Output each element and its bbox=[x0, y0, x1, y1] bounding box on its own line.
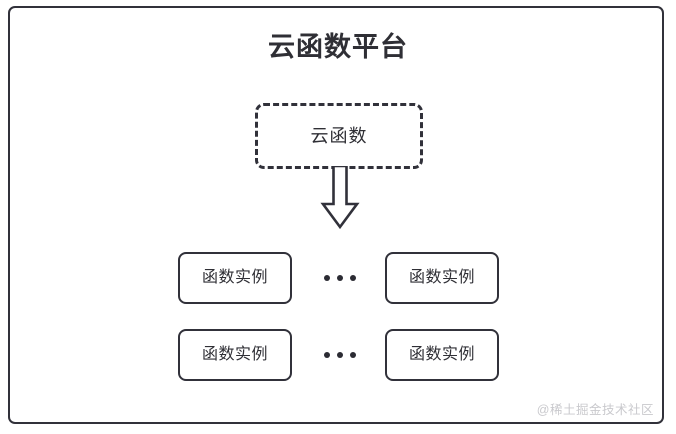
watermark: @稀土掘金技术社区 bbox=[536, 403, 654, 417]
cloud-function-node: 云函数 bbox=[255, 103, 423, 169]
function-instance-box: 函数实例 bbox=[385, 252, 499, 304]
function-instance-label: 函数实例 bbox=[201, 346, 268, 363]
function-instance-box: 函数实例 bbox=[385, 329, 499, 381]
ellipsis-dot bbox=[324, 275, 330, 281]
function-instance-box: 函数实例 bbox=[178, 329, 292, 381]
function-instance-label: 函数实例 bbox=[201, 269, 268, 286]
function-instance-label: 函数实例 bbox=[408, 269, 475, 286]
function-instance-box: 函数实例 bbox=[178, 252, 292, 304]
page-title: 云函数平台 bbox=[268, 32, 408, 62]
ellipsis-icon bbox=[318, 272, 362, 284]
ellipsis-dot bbox=[324, 352, 330, 358]
down-block-arrow bbox=[320, 164, 360, 230]
instance-row-1: 函数实例 函数实例 bbox=[0, 252, 676, 304]
function-instance-label: 函数实例 bbox=[408, 346, 475, 363]
ellipsis-dot bbox=[350, 275, 356, 281]
ellipsis-dot bbox=[350, 352, 356, 358]
instance-row-2: 函数实例 函数实例 bbox=[0, 329, 676, 381]
ellipsis-dot bbox=[337, 275, 343, 281]
cloud-function-node-label: 云函数 bbox=[310, 126, 368, 146]
ellipsis-icon bbox=[318, 349, 362, 361]
ellipsis-dot bbox=[337, 352, 343, 358]
